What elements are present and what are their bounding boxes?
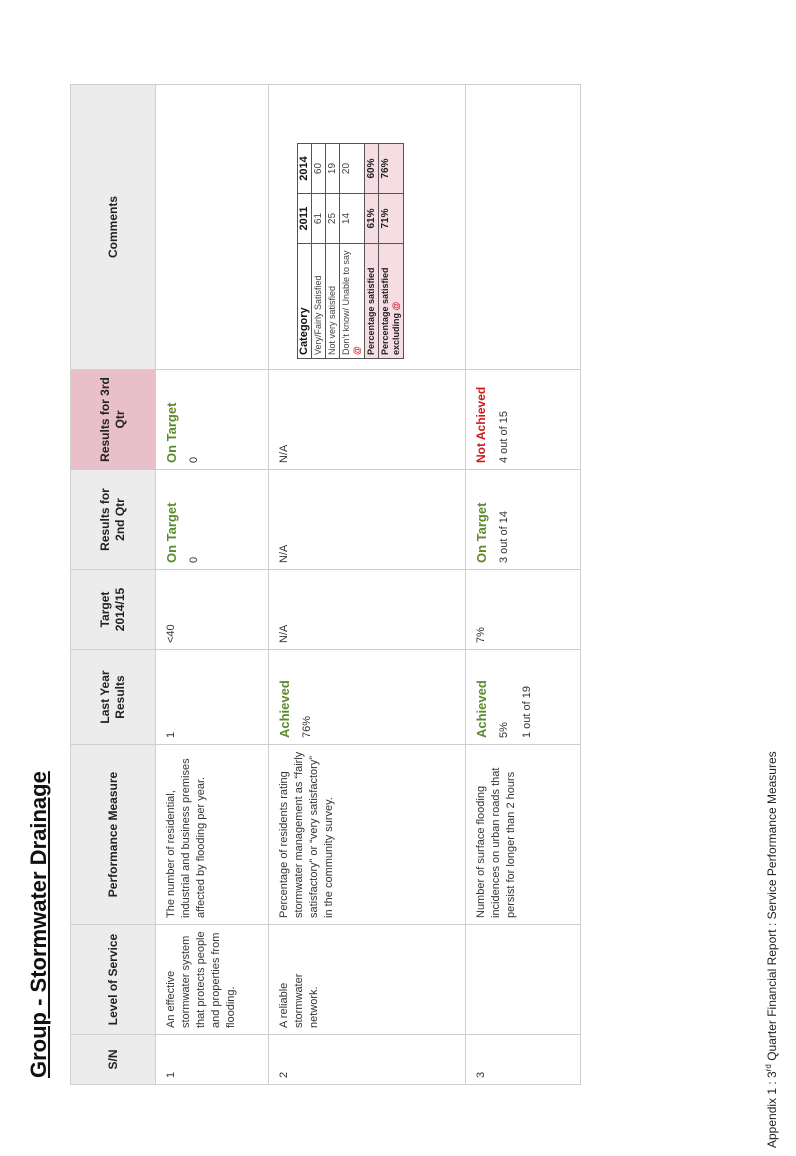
q3-value: 4 out of 15 [498,411,510,463]
survey-value: 20 [339,143,365,194]
header-q3: Results for 3rd Qtr [70,369,156,470]
at-marker-icon: @ [391,301,401,311]
survey-header-row: Category 2011 2014 [297,143,312,359]
survey-category-label: Percentage satisfied excluding [380,267,401,355]
cell-level: A reliable stormwater network. [268,924,466,1035]
survey-value: 19 [325,143,340,194]
cell-level [465,924,581,1035]
at-marker-icon: @ [352,346,362,355]
cell-last-year: Achieved 5% 1 out of 19 [465,649,581,745]
status-badge: Achieved [474,680,489,738]
header-q2: Results for 2nd Qtr [70,469,156,570]
performance-table: S/N Level of Service Performance Measure… [70,84,581,1085]
cell-q3: Not Achieved 4 out of 15 [465,369,581,470]
header-row: S/N Level of Service Performance Measure… [70,84,156,1085]
survey-row: Percentage satisfied excluding @71%76% [378,143,404,359]
q2-value: 0 [188,556,200,563]
survey-header-2011: 2011 [297,193,312,244]
cell-q2: On Target 3 out of 14 [465,469,581,570]
q3-value: 0 [188,456,200,463]
survey-category: Very/Fairly Satisfied [311,243,326,359]
cell-measure: The number of residential, industrial an… [155,744,269,925]
cell-comments: Category 2011 2014 Very/Fairly Satisfied… [268,84,466,370]
last-year-value: 1 out of 19 [521,686,533,738]
status-badge: Not Achieved [474,386,488,463]
cell-measure: Percentage of residents rating stormwate… [268,744,466,925]
cell-q3: N/A [268,369,466,470]
cell-q3: On Target 0 [155,369,269,470]
survey-category: Percentage satisfied excluding @ [378,243,404,359]
survey-category-label: Don’t know/ Unable to say [341,250,351,355]
survey-table: Category 2011 2014 Very/Fairly Satisfied… [297,143,404,359]
page-footer: Appendix 1 : 3rd Quarter Financial Repor… [764,751,779,1148]
last-year-value: 5% [498,722,510,738]
cell-sn: 3 [465,1034,581,1085]
header-sn: S/N [70,1034,156,1085]
last-year-value: 1 [165,731,177,738]
survey-category: Not very satisfied [325,243,340,359]
footer-sup: rd [764,1064,773,1072]
survey-value: 14 [339,193,365,244]
cell-sn: 2 [268,1034,466,1085]
survey-value: 25 [325,193,340,244]
survey-header-category: Category [297,243,312,359]
status-badge: On Target [164,402,179,463]
cell-q2: N/A [268,469,466,570]
cell-comments [465,84,581,370]
header-target: Target 2014/15 [70,569,156,650]
table-row: 2 A reliable stormwater network. Percent… [268,84,466,1085]
header-measure: Performance Measure [70,744,156,925]
survey-value: 60% [364,143,379,194]
survey-value: 61 [311,193,326,244]
cell-last-year: 1 [155,649,269,745]
cell-q2: On Target 0 [155,469,269,570]
header-last-year: Last Year Results [70,649,156,745]
cell-target: N/A [268,569,466,650]
cell-last-year: Achieved 76% [268,649,466,745]
page-title: Group - Stormwater Drainage [26,771,51,1078]
table-row: 1 An effective stormwater system that pr… [155,84,269,1085]
header-level: Level of Service [70,924,156,1035]
status-badge: On Target [164,502,179,563]
survey-value: 76% [378,143,404,194]
survey-value: 60 [311,143,326,194]
last-year-value: 76% [301,715,313,738]
status-badge: On Target [474,502,489,563]
survey-header-2014: 2014 [297,143,312,194]
status-badge: Achieved [277,680,292,738]
cell-target: 7% [465,569,581,650]
survey-value: 61% [364,193,379,244]
footer-suffix: Quarter Financial Report : Service Perfo… [765,751,779,1065]
survey-category: Percentage satisfied [364,243,379,359]
q2-value: 3 out of 14 [498,511,510,563]
table-row: 3 Number of surface flooding incidences … [465,84,581,1085]
header-comments: Comments [70,84,156,370]
footer-prefix: Appendix 1 : 3 [765,1071,779,1148]
cell-sn: 1 [155,1034,269,1085]
cell-target: <40 [155,569,269,650]
cell-comments [155,84,269,370]
cell-measure: Number of surface flooding incidences on… [465,744,581,925]
survey-value: 71% [378,193,404,244]
cell-level: An effective stormwater system that prot… [155,924,269,1035]
survey-category: Don’t know/ Unable to say @ [339,243,365,359]
